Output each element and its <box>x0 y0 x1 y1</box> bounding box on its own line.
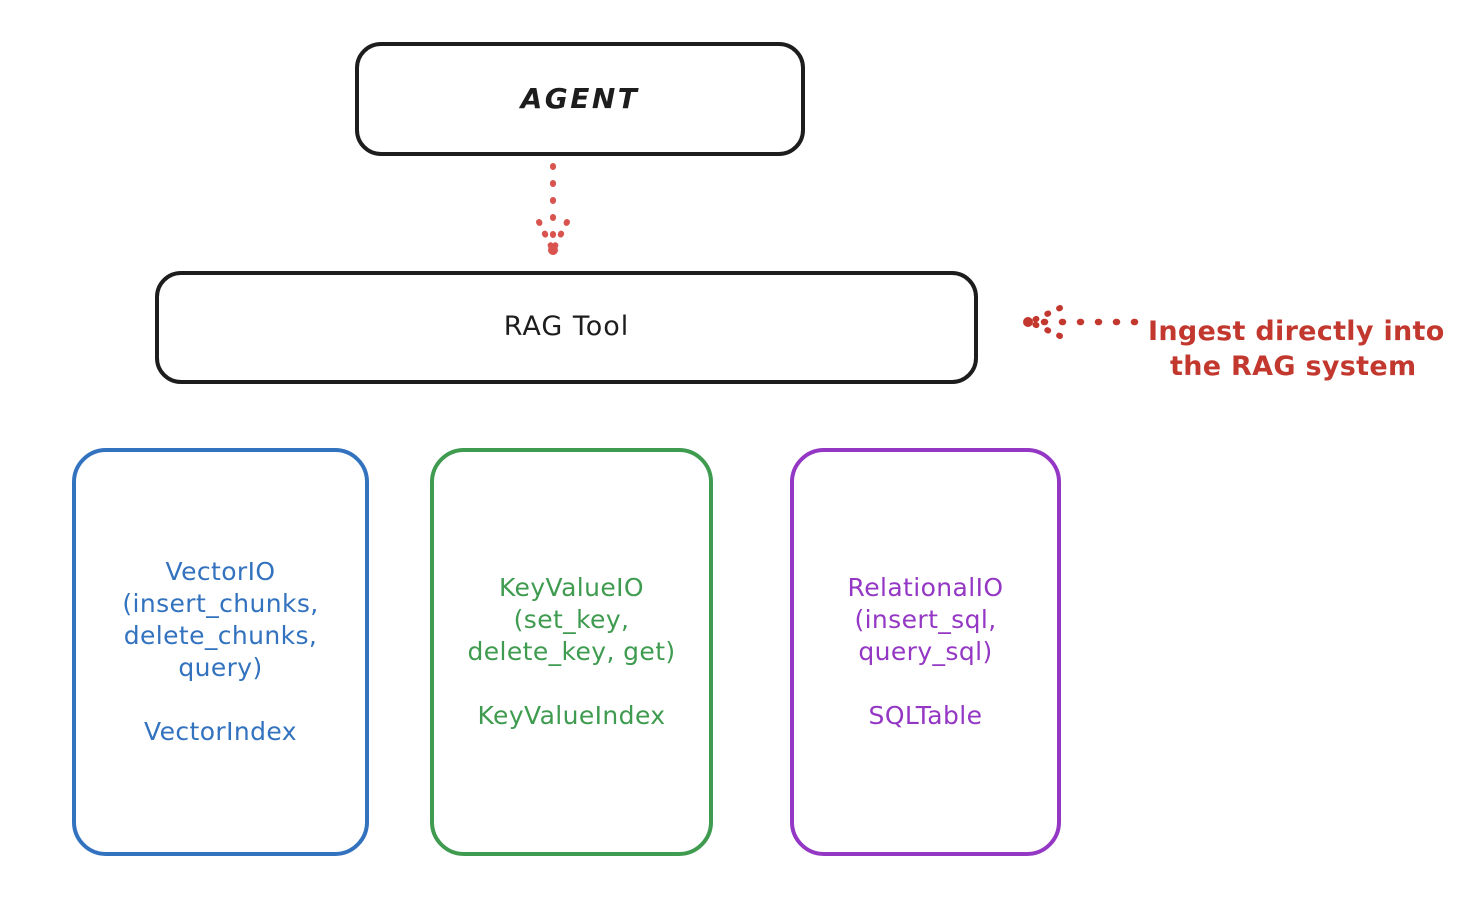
node-rag-tool-label: RAG Tool <box>503 311 630 343</box>
node-relational-io-label: RelationalIO (insert_sql, query_sql) SQL… <box>847 573 1004 730</box>
node-relational-io[interactable]: RelationalIO (insert_sql, query_sql) SQL… <box>790 448 1061 856</box>
node-key-value-io[interactable]: KeyValueIO (set_key, delete_key, get) Ke… <box>430 448 713 856</box>
node-rag-tool[interactable]: RAG Tool <box>155 271 978 384</box>
node-agent[interactable]: AGENT <box>355 42 805 156</box>
node-vector-io-label: VectorIO (insert_chunks, delete_chunks, … <box>122 557 319 746</box>
node-key-value-io-label: KeyValueIO (set_key, delete_key, get) Ke… <box>467 573 676 730</box>
node-vector-io[interactable]: VectorIO (insert_chunks, delete_chunks, … <box>72 448 369 856</box>
node-agent-label: AGENT <box>520 82 640 116</box>
annotation-ingest-line2: the RAG system <box>1170 351 1417 383</box>
connector-ingest-to-rag-tool <box>1023 305 1139 339</box>
annotation-ingest-line1: Ingest directly into <box>1148 315 1445 347</box>
annotation-ingest: Ingest directly into the RAG system <box>1148 278 1478 421</box>
connector-agent-to-rag-tool <box>536 163 570 255</box>
